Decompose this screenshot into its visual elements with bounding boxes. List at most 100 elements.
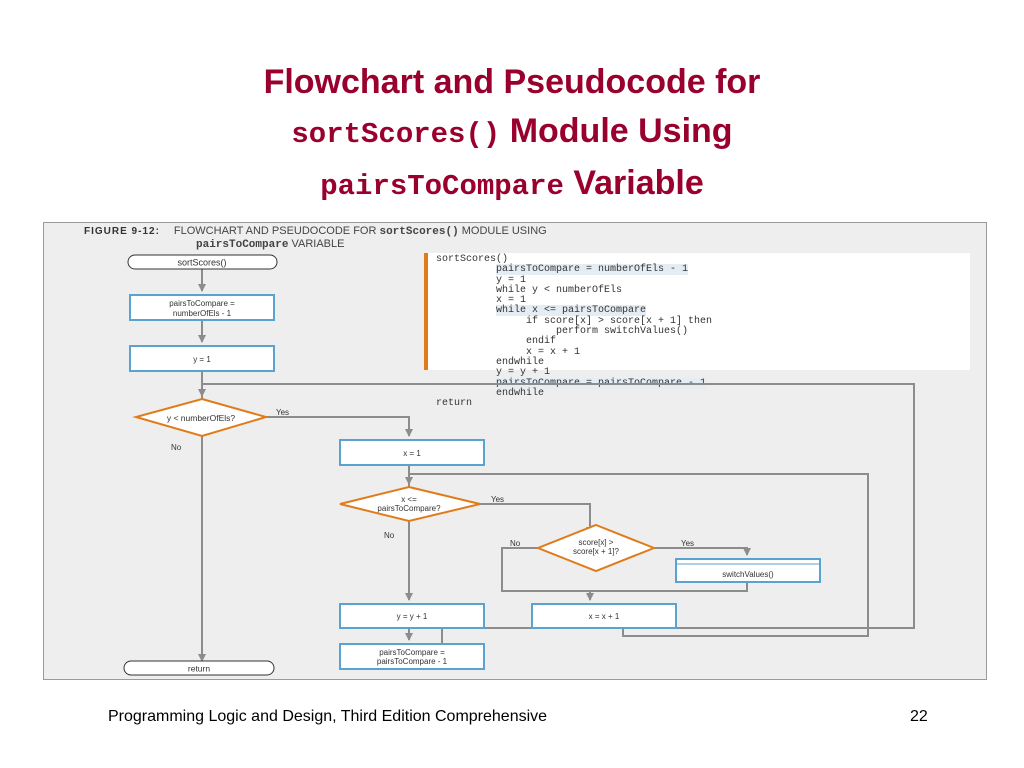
flow-init-y: y = 1 (129, 345, 275, 372)
outer-decision-diamond (132, 397, 270, 438)
page-number: 22 (910, 708, 928, 725)
compare-yes-label: Yes (681, 539, 694, 548)
flow-init-x: x = 1 (339, 439, 485, 466)
init-pairs-line1: pairsToCompare = (169, 299, 235, 308)
flowchart: sortScores() pairsToCompare = numberOfEl… (123, 254, 915, 676)
init-y-label: y = 1 (193, 355, 211, 364)
caption-pre: FLOWCHART AND PSEUDOCODE FOR (173, 225, 380, 237)
inner-decision-diamond (339, 485, 481, 523)
flow-init-pairs: pairsToCompare = numberOfEls - 1 (129, 294, 275, 321)
pseudocode-line: pairsToCompare = numberOfEls - 1 (436, 264, 970, 276)
inner-yes-label: Yes (491, 495, 504, 504)
slide-title: Flowchart and Pseudocode for sortScores(… (0, 58, 1024, 211)
figure-label: FIGURE 9-12: (84, 226, 160, 237)
pseudocode-text: if score[x] > score[x + 1] then (526, 315, 713, 327)
dec-pairs-line2: pairsToCompare - 1 (377, 657, 448, 666)
outer-decision-label: y < numberOfEls? (167, 413, 236, 423)
figure-panel: FIGURE 9-12: FLOWCHART AND PSEUDOCODE FOR… (43, 222, 987, 680)
connector-compare-no (501, 547, 594, 601)
inc-x-box (531, 603, 677, 629)
pseudocode-text: endwhile (496, 387, 545, 399)
title-line-3: pairsToCompare Variable (0, 159, 1024, 211)
caption-code-pairstocompare: pairsToCompare (196, 239, 289, 251)
pseudocode-text: x = 1 (496, 295, 527, 307)
figure-caption: FIGURE 9-12: FLOWCHART AND PSEUDOCODE FOR… (84, 225, 547, 251)
pseudocode-line: endwhile (436, 387, 970, 399)
pseudocode-text: perform switchValues() (556, 326, 689, 338)
dec-pairs-line1: pairsToCompare = (379, 648, 445, 657)
connector-inner-loop-back (408, 473, 869, 637)
compare-no-label: No (510, 539, 521, 548)
title-text-variable: Variable (563, 164, 704, 202)
start-label: sortScores() (177, 258, 226, 268)
inner-no-label: No (384, 531, 395, 540)
switch-label: switchValues() (722, 570, 774, 579)
pseudocode-text: y = y + 1 (496, 367, 551, 379)
inner-decision-line2: pairsToCompare? (377, 504, 441, 513)
inc-y-box (339, 603, 485, 629)
footer-book-title: Programming Logic and Design, Third Edit… (108, 708, 548, 725)
flow-inc-x: x = x + 1 (531, 603, 677, 629)
caption-mid: MODULE USING (458, 225, 547, 237)
title-code-pairstocompare: pairsToCompare (320, 170, 564, 203)
pseudocode-text: endwhile (496, 356, 545, 368)
init-x-label: x = 1 (403, 449, 421, 458)
caption-post: VARIABLE (288, 238, 345, 250)
compare-decision-diamond (535, 523, 657, 573)
pseudocode-line: while x <= pairsToCompare (436, 305, 970, 317)
pseudocode-text: while y < numberOfEls (496, 284, 623, 296)
pseudocode-line: y = y + 1 (436, 368, 970, 378)
pseudocode-text: pairsToCompare = numberOfEls - 1 (496, 264, 689, 276)
flow-compare-decision: score[x] > score[x + 1]? Yes No (510, 523, 694, 573)
switch-box (675, 558, 821, 583)
init-pairs-line2: numberOfEls - 1 (173, 309, 232, 318)
pseudocode-line: x = x + 1 (436, 346, 970, 358)
inc-y-label: y = y + 1 (397, 612, 428, 621)
flow-inc-y: y = y + 1 (339, 603, 485, 629)
caption-code-sortscores: sortScores() (379, 226, 459, 238)
connector-compare-yes (654, 547, 751, 556)
flow-start: sortScores() (127, 254, 278, 270)
outer-yes-label: Yes (276, 408, 289, 417)
dec-pairs-box (339, 643, 485, 670)
flow-inner-decision: x <= pairsToCompare? Yes No (339, 485, 504, 540)
connector-inner-yes (480, 503, 594, 535)
title-code-sortscores: sortScores() (291, 118, 501, 151)
init-y-box (129, 345, 275, 372)
inner-decision-line1: x <= (401, 495, 417, 504)
pseudocode-line: y = 1 (436, 274, 970, 286)
flow-end: return (123, 660, 275, 676)
end-terminal (123, 660, 275, 676)
title-text-module-using: Module Using (500, 112, 733, 150)
pseudocode-text: return (436, 398, 473, 410)
flow-dec-pairs: pairsToCompare = pairsToCompare - 1 (339, 643, 485, 670)
pseudocode-text: sortScores() (436, 254, 509, 265)
title-line-1: Flowchart and Pseudocode for (263, 63, 761, 101)
pseudocode-line: perform switchValues() (436, 326, 970, 338)
start-terminal (127, 254, 278, 270)
pseudocode-line: return (436, 399, 970, 409)
init-x-box (339, 439, 485, 466)
pseudocode-text: endif (526, 336, 557, 348)
title-line-2: sortScores() Module Using (0, 107, 1024, 159)
pseudocode-text: while x <= pairsToCompare (496, 305, 647, 317)
end-label: return (188, 664, 210, 674)
pseudocode-line: if score[x] > score[x + 1] then (436, 315, 970, 327)
pseudocode-text: x = x + 1 (526, 346, 581, 358)
flow-switch: switchValues() (675, 558, 821, 583)
compare-decision-line1: score[x] > (579, 538, 614, 547)
inc-x-label: x = x + 1 (589, 612, 620, 621)
connector-outer-yes (266, 416, 413, 437)
caption-line-2: pairsToCompare VARIABLE (84, 238, 547, 251)
connector-lines (198, 269, 915, 662)
flow-outer-decision: y < numberOfEls? Yes No (132, 397, 289, 452)
init-pairs-box (129, 294, 275, 321)
pseudocode-text: y = 1 (496, 274, 527, 286)
pseudocode-line: while y < numberOfEls (436, 284, 970, 296)
pseudocode-line: x = 1 (436, 296, 970, 306)
compare-decision-line2: score[x + 1]? (573, 547, 620, 556)
pseudocode-line: sortScores() (436, 254, 970, 265)
pseudocode-line: endwhile (436, 356, 970, 368)
outer-no-label: No (171, 443, 182, 452)
pseudocode-line: endif (436, 337, 970, 347)
